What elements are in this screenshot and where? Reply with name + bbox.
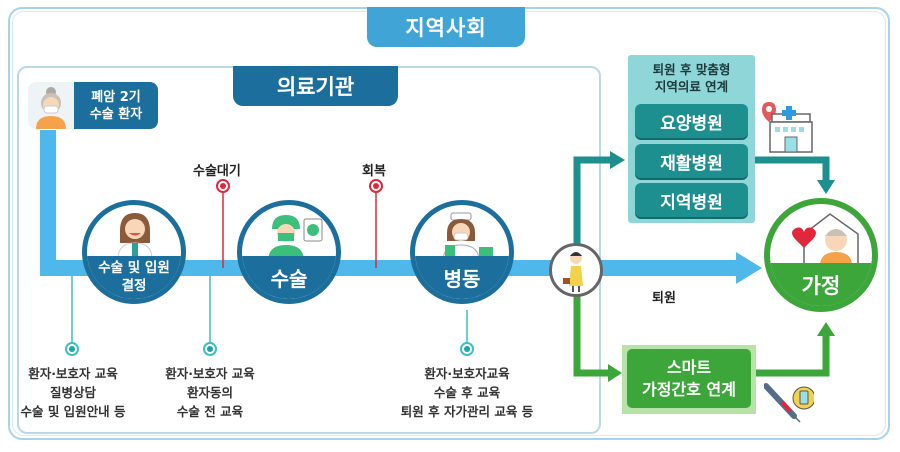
regional-care-box: 퇴원 후 맞춤형 지역의료 연계 요양병원 재활병원 지역병원 (628, 55, 755, 223)
regional-title: 퇴원 후 맞춤형 지역의료 연계 (628, 61, 755, 95)
elderly-patient-icon (28, 82, 74, 129)
discharged-patient-icon (549, 243, 603, 297)
step-2-label: 수술 (270, 266, 308, 291)
smart-home-nursing-box: 스마트 가정간호 연계 (622, 345, 756, 414)
surgeon-icon (268, 215, 323, 261)
patient-label: 폐암 2기 수술 환자 (74, 82, 158, 129)
edu-1-line2: 질병상담 (49, 385, 96, 400)
regional-to-home-line (755, 156, 830, 182)
main-flow-arrowhead (736, 252, 762, 284)
edu-2-line3: 수술 전 교육 (176, 404, 244, 419)
smart-line1: 스마트 (666, 357, 712, 377)
home-destination: 가정 (764, 198, 878, 312)
regional-branch-arrowhead (610, 151, 625, 169)
step-ward: 병동 (410, 200, 514, 304)
edu-2-line1: 환자·보호자 교육 (165, 366, 255, 381)
regional-to-home-arrowhead (817, 180, 835, 194)
step-surgery: 수술 (237, 200, 341, 304)
regional-item-rehab-hospital: 재활병원 (635, 144, 748, 178)
edu-3-line1: 환자·보호자교육 (424, 366, 510, 381)
step-1-line1: 수술 및 입원 (98, 260, 170, 277)
patient-card: 폐암 2기 수술 환자 (28, 82, 158, 129)
hospital-building-icon (762, 102, 813, 153)
home-label: 가정 (801, 273, 841, 298)
step-admission-decision: 수술 및 입원 결정 (82, 200, 186, 304)
regional-item-local-hospital: 지역병원 (635, 183, 748, 217)
smart-branch-arrowhead (608, 364, 622, 382)
doctor-icon (117, 213, 153, 259)
patient-line1: 폐암 2기 (91, 89, 141, 105)
step-3-label: 병동 (443, 266, 481, 291)
smart-to-home-line (756, 334, 830, 377)
hospital-title: 의료기관 (233, 66, 398, 106)
nurse-icon (442, 212, 493, 261)
edu-3-line3: 퇴원 후 자가관리 교육 등 (400, 404, 534, 419)
smart-home-nursing-label: 스마트 가정간호 연계 (627, 349, 751, 408)
education-block-2: 환자·보호자 교육 환자동의 수술 전 교육 (148, 364, 272, 421)
regional-item-nursing-hospital: 요양병원 (635, 104, 748, 138)
home-heart-icon (792, 213, 859, 266)
syringe-vial-icon (764, 383, 814, 423)
regional-title-line2: 지역의료 연계 (654, 79, 729, 94)
community-title: 지역사회 (367, 7, 525, 47)
patient-line2: 수술 환자 (89, 106, 143, 122)
step-1-line2: 결정 (121, 278, 147, 295)
regional-title-line1: 퇴원 후 맞춤형 (652, 62, 731, 77)
marker-label-waiting: 수술대기 (193, 164, 241, 179)
smart-branch-line (573, 290, 610, 377)
smart-to-home-arrowhead (817, 322, 835, 336)
regional-branch-line (573, 156, 612, 250)
marker-label-recovery: 회복 (362, 164, 386, 179)
smart-line2: 가정간호 연계 (642, 379, 736, 399)
edu-1-line1: 환자·보호자 교육 (28, 366, 118, 381)
edu-2-line2: 환자동의 (186, 385, 233, 400)
edu-1-line3: 수술 및 입원안내 등 (20, 404, 126, 419)
edu-3-line2: 수술 후 교육 (433, 385, 501, 400)
education-block-1: 환자·보호자 교육 질병상담 수술 및 입원안내 등 (8, 364, 138, 421)
education-block-3: 환자·보호자교육 수술 후 교육 퇴원 후 자가관리 교육 등 (387, 364, 547, 421)
discharge-label: 퇴원 (652, 291, 676, 306)
